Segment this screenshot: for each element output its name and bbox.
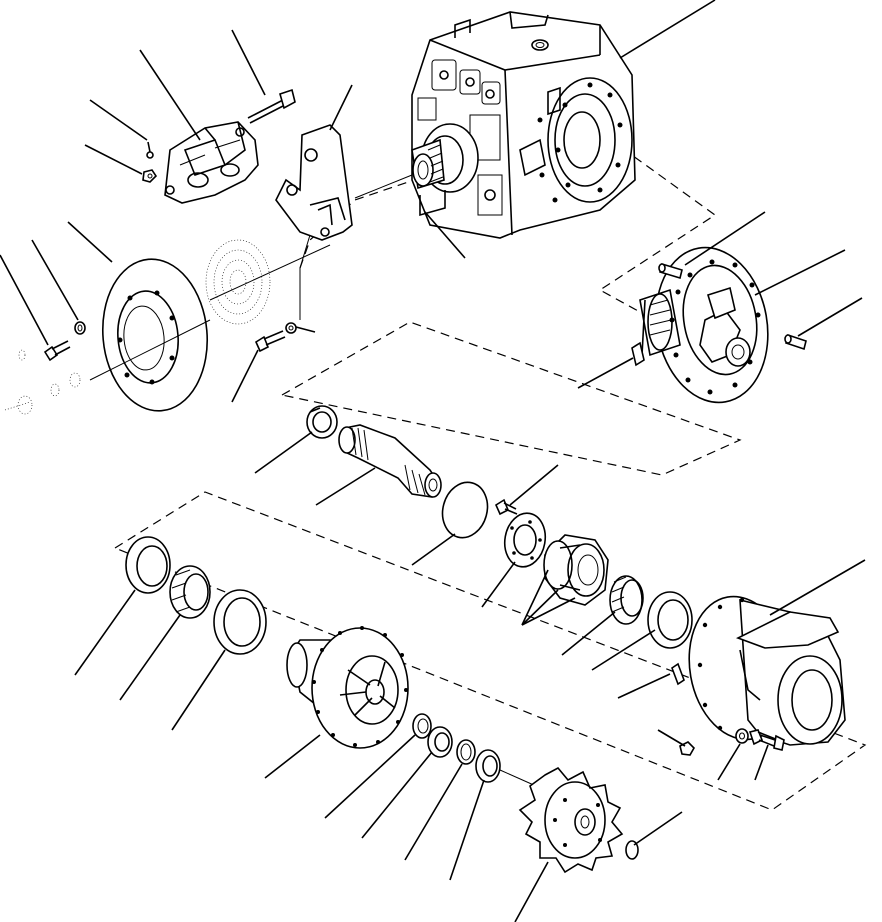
leader-small-pin-top	[89, 99, 148, 141]
flange-bolt	[494, 498, 518, 516]
leader-hub-bearing-cup-outer	[74, 589, 136, 676]
hub-bearing-cone	[169, 565, 211, 619]
leader-sprocket-ring	[633, 811, 683, 846]
leader-brake-disc	[67, 221, 113, 263]
differential	[631, 246, 769, 404]
leader-bracket-bolt	[231, 349, 259, 403]
leader-final-housing	[769, 559, 866, 616]
leader-disc-washer	[31, 239, 79, 321]
leader-coupling-a	[521, 569, 549, 626]
leader-spacer	[361, 751, 433, 839]
leader-housing-nut	[657, 729, 686, 747]
leader-diff-pin-right	[797, 297, 863, 337]
leader-flange-bolt	[509, 464, 559, 506]
gearbox-housing	[411, 11, 636, 239]
leader-housing	[619, 0, 716, 59]
disc-bolt	[43, 321, 86, 362]
leader-housing-dowel	[617, 673, 671, 699]
leader-snap-ring	[404, 763, 463, 861]
brake-pad-ghost	[205, 239, 271, 325]
axis-lines	[89, 174, 413, 381]
snap-ring	[456, 739, 476, 765]
thrust-washer	[475, 749, 501, 783]
leader-thrust-washer	[449, 779, 485, 881]
leader-shaft-bearing	[254, 431, 313, 474]
bracket-bolt	[254, 322, 297, 353]
brake-disc	[101, 258, 209, 412]
leader-diff-pin-left	[684, 211, 766, 266]
leader-flange-plate	[481, 561, 516, 608]
leader-differential	[754, 249, 846, 296]
leader-housing-washer	[717, 743, 741, 781]
final-bearing-cone	[609, 575, 644, 625]
housing-fasteners	[679, 728, 785, 756]
leader-final-bearing-cone	[561, 611, 616, 656]
leader-caliper-bolt	[231, 29, 266, 96]
flange-plate	[503, 512, 547, 568]
leader-caliper	[139, 49, 201, 141]
coupling	[543, 534, 609, 606]
hub	[286, 626, 409, 749]
leader-sprocket	[514, 861, 549, 922]
leader-coupling-b	[521, 589, 559, 626]
leader-bracket-washer	[295, 326, 316, 333]
leader-hub-bearing-cone	[119, 614, 181, 701]
final-bearing-cup	[647, 591, 693, 649]
leader-diff-key	[577, 357, 634, 389]
housing-dowel	[671, 662, 685, 686]
leader-oring	[411, 533, 456, 566]
diff-pins	[658, 262, 807, 351]
spacer	[427, 726, 453, 758]
leader-pinion-shaft	[424, 211, 466, 259]
leader-disc-bolt	[0, 254, 49, 346]
leader-axle-shaft	[315, 467, 376, 506]
ghost-fasteners	[4, 349, 81, 415]
caliper-small-parts	[142, 141, 158, 183]
leader-caliper-nut	[84, 144, 143, 175]
caliper-bolt	[247, 88, 296, 124]
hub-seal	[213, 589, 267, 655]
retainer-ring	[412, 713, 432, 739]
leader-hub-seal	[171, 649, 226, 731]
brake-caliper	[164, 121, 259, 204]
mounting-bracket	[275, 124, 353, 241]
leader-bracket	[329, 84, 353, 131]
final-drive-housing	[688, 595, 846, 746]
leader-hub	[264, 734, 321, 779]
axle-shaft-assembly	[306, 405, 489, 539]
leader-coupling-c	[521, 597, 576, 626]
leader-housing-bolt	[754, 744, 769, 781]
hub-bearing-cup-outer	[125, 536, 171, 594]
leader-final-bearing-cup	[591, 629, 656, 671]
leader-retainer-ring	[324, 734, 416, 819]
sprocket-ring	[625, 840, 639, 860]
sprocket	[518, 766, 624, 874]
